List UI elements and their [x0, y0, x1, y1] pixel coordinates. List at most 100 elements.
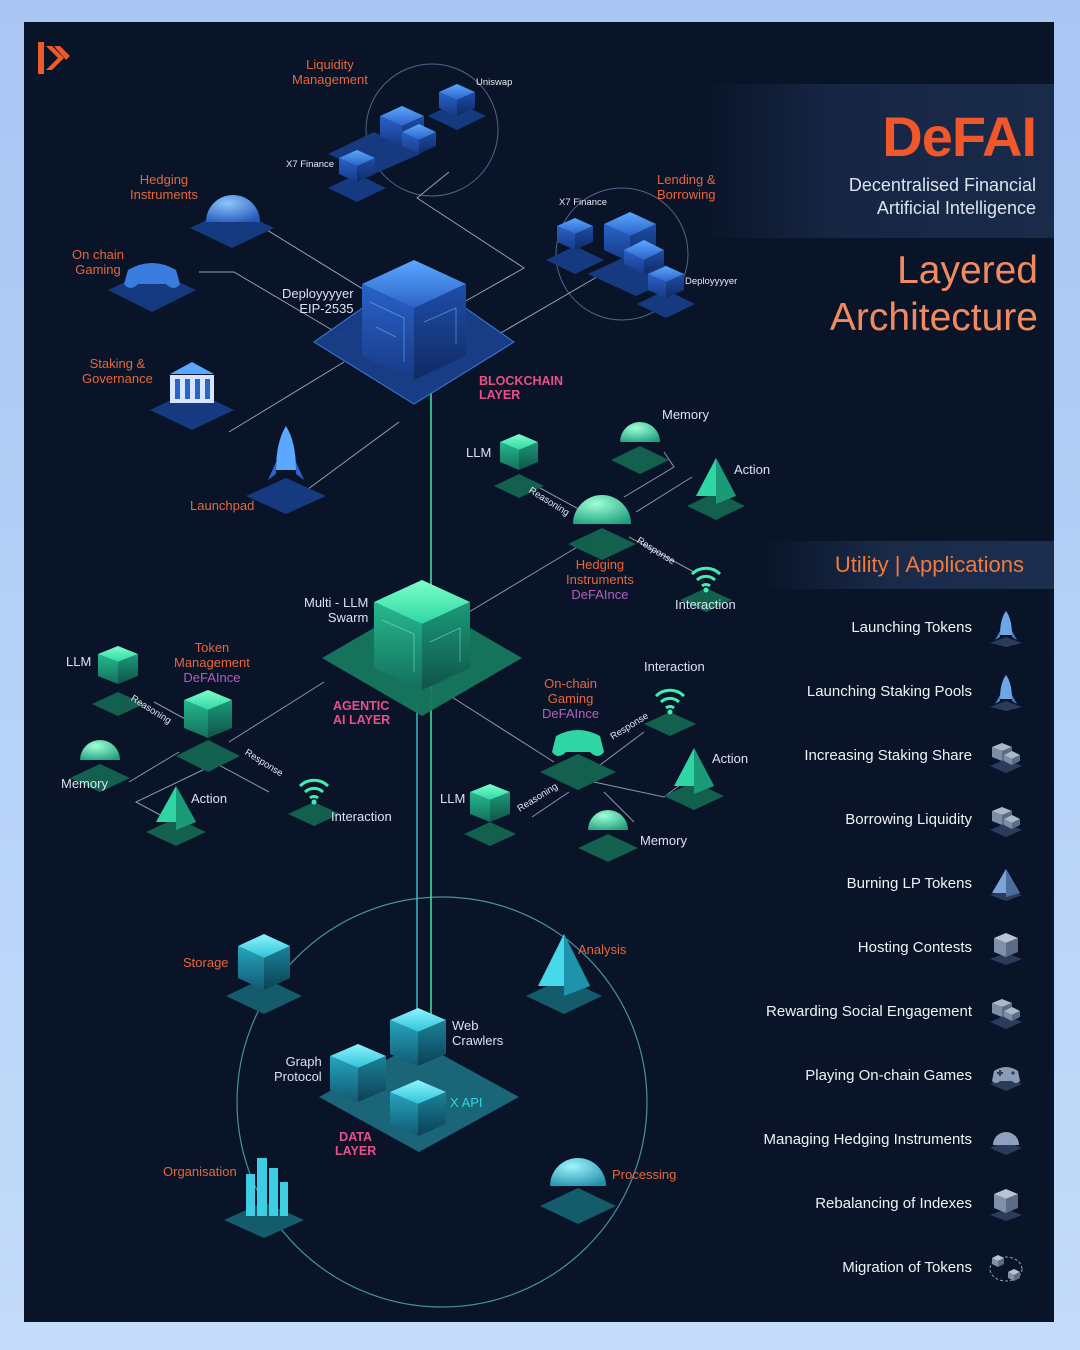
- lending-label-line-2: Borrowing: [657, 186, 716, 202]
- hub-label-line-2: EIP-2535: [299, 300, 354, 316]
- token-agent-name-line-3: DeFAInce: [183, 669, 241, 685]
- analysis-label: Analysis: [578, 942, 627, 957]
- app-item-rebalancing-of-indexes: Rebalancing of Indexes: [815, 1178, 1028, 1228]
- liquidity-label-line-1: Liquidity: [306, 57, 354, 72]
- gaming-memory-label: Memory: [640, 833, 687, 848]
- app-label: Launching Tokens: [851, 618, 972, 636]
- agentic-layer-label: AGENTIC AI LAYER: [333, 699, 390, 728]
- liquidity-label-line-2: Management: [292, 71, 368, 87]
- hedging-agent-name-line-3: DeFAInce: [571, 586, 629, 602]
- gaming-llm-label: LLM: [440, 791, 466, 806]
- token-interaction-label: Interaction: [331, 809, 392, 824]
- swarm-label-line-1: Multi - LLM: [304, 595, 369, 610]
- gaming-interaction-label: Interaction: [644, 659, 705, 674]
- data-layer-label: DATA LAYER: [335, 1130, 376, 1159]
- lending-borrowing-label: Lending & Borrowing: [657, 172, 716, 203]
- app-item-borrowing-liquidity: Borrowing Liquidity: [845, 794, 1028, 844]
- applications-title: Utility | Applications: [834, 552, 1024, 577]
- app-item-managing-hedging-instruments: Managing Hedging Instruments: [764, 1114, 1028, 1164]
- app-label: Launching Staking Pools: [806, 682, 972, 700]
- app-item-burning-lp-tokens: Burning LP Tokens: [847, 858, 1028, 908]
- graph-protocol-line-1: Graph: [285, 1054, 322, 1069]
- app-item-rewarding-social-engagement: Rewarding Social Engagement: [766, 986, 1028, 1036]
- launchpad-label: Launchpad: [190, 498, 255, 513]
- heading-line-2: Architecture: [829, 295, 1038, 339]
- web-crawlers-label: Web Crawlers: [452, 1018, 504, 1049]
- app-label: Managing Hedging Instruments: [763, 1130, 972, 1148]
- liquidity-label: Liquidity Management: [292, 57, 368, 88]
- app-item-launching-tokens: Launching Tokens: [851, 602, 1028, 652]
- gaming-agent-name-line-1: On-chain: [544, 676, 597, 691]
- swarm-label: Multi - LLM Swarm: [304, 595, 369, 626]
- hedging-memory-label: Memory: [662, 407, 709, 422]
- app-item-migration-of-tokens: Migration of Tokens: [842, 1242, 1028, 1292]
- onchain-gaming-label: On chain Gaming: [72, 247, 125, 278]
- swarm-label-line-2: Swarm: [327, 609, 369, 625]
- cube-icon: [984, 925, 1028, 969]
- token-agent-name-line-1: Token: [194, 640, 230, 655]
- lending-label-line-1: Lending &: [657, 172, 716, 187]
- processing-label: Processing: [612, 1167, 677, 1182]
- title-band: [704, 84, 1054, 238]
- data-layer-line-2: LAYER: [335, 1144, 377, 1159]
- web-crawlers-line-2: Crawlers: [452, 1032, 504, 1048]
- agentic-layer-line-1: AGENTIC: [333, 699, 390, 713]
- app-item-launching-staking-pools: Launching Staking Pools: [807, 666, 1028, 716]
- stacked-blocks-icon: [984, 733, 1028, 777]
- hedging-agent-name: Hedging Instruments DeFAInce: [566, 557, 634, 603]
- hedging-agent-name-line-1: Hedging: [575, 557, 625, 572]
- stacked-blocks-icon: [984, 989, 1028, 1033]
- web-crawlers-line-1: Web: [452, 1018, 479, 1033]
- infographic-panel: DeFAI Decentralised Financial Artificial…: [24, 22, 1054, 1322]
- app-item-increasing-staking-share: Increasing Staking Share: [804, 730, 1028, 780]
- hedging-interaction-label: Interaction: [675, 597, 736, 612]
- app-item-playing-onchain-games: Playing On-chain Games: [805, 1050, 1028, 1100]
- subtitle-line-1: Decentralised Financial: [848, 175, 1036, 195]
- app-label: Borrowing Liquidity: [845, 810, 972, 828]
- app-label: Increasing Staking Share: [804, 746, 972, 764]
- hub-label-line-1: Deployyyyer: [282, 286, 354, 301]
- gaming-agent-name-line-2: Gaming: [547, 690, 594, 706]
- onchain-label-line-2: Gaming: [75, 261, 121, 277]
- x7-finance-label-1: X7 Finance: [286, 159, 335, 170]
- app-label: Rebalancing of Indexes: [815, 1194, 972, 1212]
- staking-governance-label: Staking & Governance: [82, 356, 153, 387]
- token-action-label: Action: [191, 791, 228, 806]
- token-llm-label: LLM: [66, 654, 92, 669]
- app-label: Burning LP Tokens: [846, 874, 972, 892]
- blockchain-layer-line-1: BLOCKCHAIN: [479, 374, 564, 388]
- deployyyyer-label: Deployyyyer: [685, 276, 738, 287]
- data-layer-line-1: DATA: [339, 1130, 373, 1144]
- gaming-action-label: Action: [712, 751, 749, 766]
- organisation-label: Organisation: [163, 1164, 237, 1179]
- page-subtitle: Decentralised Financial Artificial Intel…: [849, 174, 1036, 219]
- stacked-blocks-icon: [984, 797, 1028, 841]
- gamepad-icon: [984, 1053, 1028, 1097]
- rocket-icon: [984, 669, 1028, 713]
- blockchain-layer-label: BLOCKCHAIN LAYER: [479, 374, 563, 403]
- x7-finance-label-2: X7 Finance: [559, 197, 608, 208]
- graph-protocol-line-2: Protocol: [274, 1068, 322, 1084]
- heading-line-1: Layered: [897, 249, 1038, 292]
- app-label: Playing On-chain Games: [805, 1066, 972, 1084]
- app-label: Migration of Tokens: [842, 1258, 972, 1276]
- migration-icon: [984, 1245, 1028, 1289]
- graph-protocol-label: Graph Protocol: [274, 1054, 322, 1085]
- architecture-diagram: [70, 63, 745, 1308]
- gaming-agent-name-line-3: DeFAInce: [542, 705, 600, 721]
- x-api-label: X API: [450, 1095, 483, 1110]
- hedging-action-label: Action: [734, 462, 771, 477]
- app-item-hosting-contests: Hosting Contests: [858, 922, 1028, 972]
- applications-band: [764, 541, 1054, 589]
- staking-label-line-1: Staking &: [89, 356, 146, 371]
- onchain-label-line-1: On chain: [72, 247, 125, 262]
- deployyyyer-hub-label: Deployyyyer EIP-2535: [282, 286, 354, 317]
- uniswap-label: Uniswap: [476, 77, 513, 88]
- subtitle-line-2: Artificial Intelligence: [876, 197, 1036, 218]
- app-label: Rewarding Social Engagement: [766, 1002, 972, 1020]
- hedging-label-line-2: Instruments: [130, 186, 198, 202]
- hedging-llm-label: LLM: [466, 445, 492, 460]
- hedging-label-line-1: Hedging: [139, 172, 189, 187]
- staking-label-line-2: Governance: [82, 370, 153, 386]
- app-label: Hosting Contests: [857, 938, 972, 956]
